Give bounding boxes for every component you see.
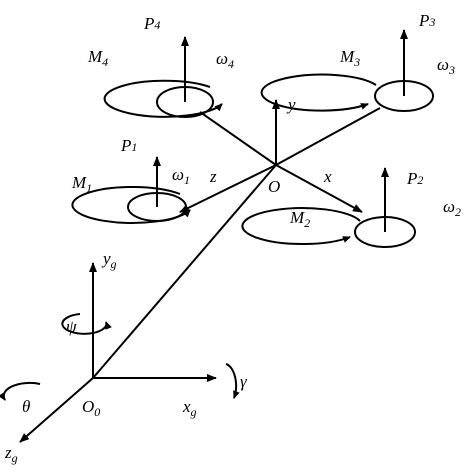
arm-x-axis xyxy=(275,164,363,213)
rotor-3-omega-label: ω3 xyxy=(437,55,455,77)
ground-z-axis xyxy=(19,377,94,443)
body-origin-label: O xyxy=(268,177,280,196)
gamma-rotation-arrow xyxy=(225,363,240,399)
theta-rotation-arrow xyxy=(0,381,41,401)
arm-to-rotor-4 xyxy=(199,111,277,166)
theta-label: θ xyxy=(22,397,30,416)
rotor-2-omega-label: ω2 xyxy=(443,197,461,219)
rotor-2 xyxy=(241,167,416,248)
rotor-3-motor-label: M3 xyxy=(339,47,360,69)
rotor-1-motor-label: M1 xyxy=(71,173,92,195)
psi-label: ψ xyxy=(66,317,77,336)
ground-z-axis-label: zg xyxy=(4,443,18,465)
rotor-1 xyxy=(71,156,191,224)
ground-origin-label: O0 xyxy=(82,397,100,419)
rotor-3-rotation-arrow xyxy=(260,73,377,112)
rotor-1-omega-label: ω1 xyxy=(172,165,190,187)
rotor-2-force-label: P2 xyxy=(406,169,423,188)
ground-x-axis-label: xg xyxy=(182,397,197,419)
position-line xyxy=(92,164,277,379)
psi-rotation-arrow xyxy=(61,313,112,335)
rotor-2-motor-label: M2 xyxy=(289,208,310,230)
rotor-2-rotation-arrow xyxy=(241,207,361,246)
gamma-label: γ xyxy=(240,372,248,391)
ground-y-axis-label: yg xyxy=(101,249,117,271)
arm-to-rotor-3 xyxy=(275,107,381,166)
rotor-1-force-label: P1 xyxy=(120,136,137,155)
rotor-1-rotation-arrow xyxy=(71,185,191,224)
rotor-4-rotation-arrow xyxy=(103,79,223,118)
arm-z-axis xyxy=(179,164,277,213)
rotor-4 xyxy=(103,36,223,118)
body-z-axis-label: z xyxy=(209,167,217,186)
rotor-4-motor-label: M4 xyxy=(87,47,108,69)
rotor-4-force-label: P4 xyxy=(143,14,160,33)
body-x-axis-label: x xyxy=(323,167,332,186)
body-y-axis-label: y xyxy=(286,95,296,114)
rotor-4-omega-label: ω4 xyxy=(216,49,234,71)
rotor-3 xyxy=(260,29,434,112)
rotor-3-force-label: P3 xyxy=(418,11,435,30)
